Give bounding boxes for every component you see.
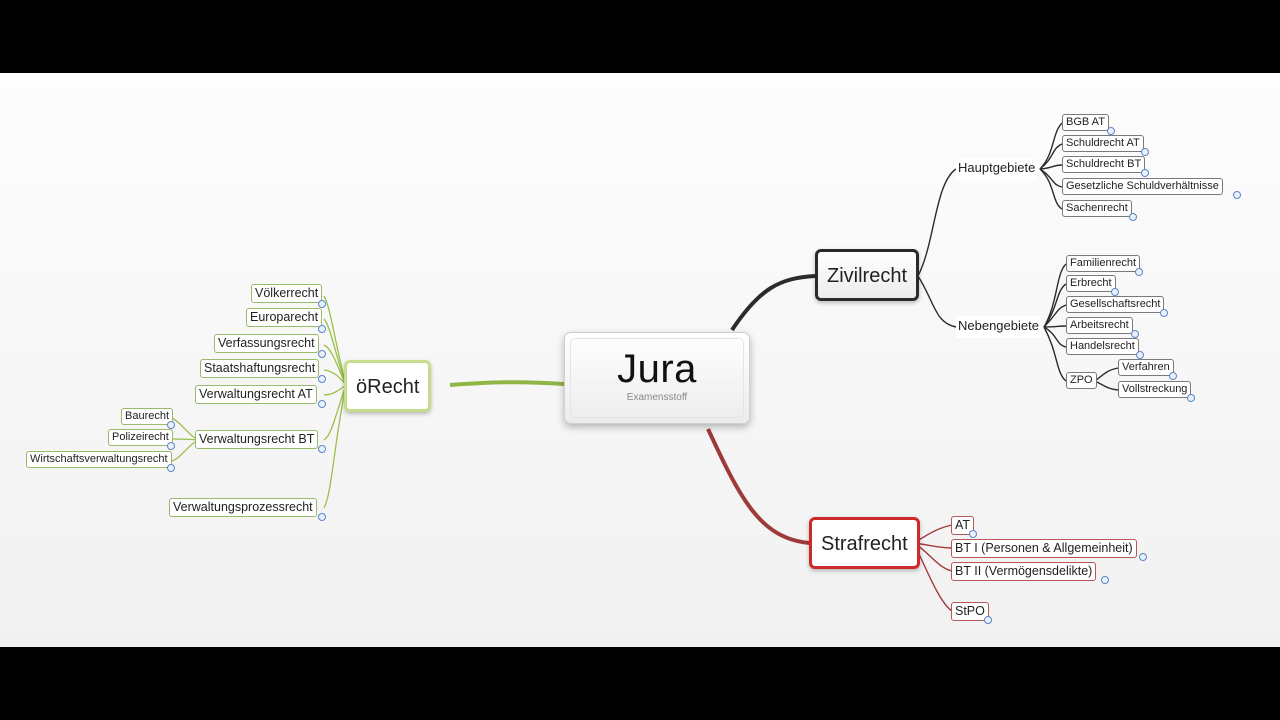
topic-wirtschaftsverwaltungsrecht[interactable]: Wirtschaftsverwaltungsrecht <box>26 451 172 468</box>
topic-gesetzliche-schuldverhaeltnisse[interactable]: Gesetzliche Schuldverhältnisse <box>1062 178 1223 195</box>
expand-icon[interactable] <box>984 616 992 624</box>
expand-icon[interactable] <box>969 530 977 538</box>
central-topic-subtitle: Examensstoff <box>626 392 688 403</box>
expand-icon[interactable] <box>1107 127 1115 135</box>
topic-bt-i[interactable]: BT I (Personen & Allgemeinheit) <box>951 539 1137 558</box>
topic-bgb-at[interactable]: BGB AT <box>1062 114 1109 131</box>
topic-verfahren[interactable]: Verfahren <box>1118 359 1174 376</box>
expand-icon[interactable] <box>167 464 175 472</box>
expand-icon[interactable] <box>318 400 326 408</box>
topic-verwaltungsprozessrecht[interactable]: Verwaltungsprozessrecht <box>169 498 317 517</box>
topic-familienrecht[interactable]: Familienrecht <box>1066 255 1141 272</box>
expand-icon[interactable] <box>1187 394 1195 402</box>
topic-erbrecht[interactable]: Erbrecht <box>1066 275 1116 292</box>
expand-icon[interactable] <box>1111 288 1119 296</box>
expand-icon[interactable] <box>1136 351 1144 359</box>
expand-icon[interactable] <box>1135 268 1143 276</box>
expand-icon[interactable] <box>318 325 326 333</box>
topic-polizeirecht[interactable]: Polizeirecht <box>108 429 173 446</box>
topic-baurecht[interactable]: Baurecht <box>121 408 174 425</box>
topic-zpo[interactable]: ZPO <box>1066 372 1097 389</box>
topic-schuldrecht-at[interactable]: Schuldrecht AT <box>1062 135 1144 152</box>
topic-verwaltungsrecht-at[interactable]: Verwaltungsrecht AT <box>195 385 317 404</box>
expand-icon[interactable] <box>167 442 175 450</box>
mindmap-canvas: Jura Examensstoff öRecht Völkerrecht Eur… <box>0 73 1280 647</box>
expand-icon[interactable] <box>1169 372 1177 380</box>
connector-root-oerecht <box>449 380 565 387</box>
topic-stpo[interactable]: StPO <box>951 602 989 621</box>
topic-oerecht[interactable]: öRecht <box>344 360 432 412</box>
expand-icon[interactable] <box>1101 576 1109 584</box>
topic-arbeitsrecht[interactable]: Arbeitsrecht <box>1066 317 1133 334</box>
expand-icon[interactable] <box>1131 330 1139 338</box>
topic-staatshaftungsrecht[interactable]: Staatshaftungsrecht <box>200 359 320 378</box>
expand-icon[interactable] <box>318 445 326 453</box>
topic-hauptgebiete[interactable]: Hauptgebiete <box>956 158 1038 180</box>
topic-verfassungsrecht[interactable]: Verfassungsrecht <box>214 334 319 353</box>
central-topic-frame <box>570 338 744 418</box>
connector-root-zivilrecht <box>730 274 816 332</box>
expand-icon[interactable] <box>167 421 175 429</box>
topic-voelkerrecht[interactable]: Völkerrecht <box>251 284 323 303</box>
expand-icon[interactable] <box>318 350 326 358</box>
topic-strafrecht-at[interactable]: AT <box>951 516 975 535</box>
expand-icon[interactable] <box>1160 309 1168 317</box>
expand-icon[interactable] <box>1141 148 1149 156</box>
expand-icon[interactable] <box>318 375 326 383</box>
topic-vollstreckung[interactable]: Vollstreckung <box>1118 381 1192 398</box>
expand-icon[interactable] <box>1141 169 1149 177</box>
central-topic-title: Jura <box>617 347 697 391</box>
central-topic-jura[interactable]: Jura Examensstoff <box>564 332 750 424</box>
topic-strafrecht[interactable]: Strafrecht <box>809 517 920 569</box>
topic-nebengebiete[interactable]: Nebengebiete <box>956 316 1041 338</box>
connector-root-strafrecht <box>706 428 811 545</box>
topic-verwaltungsrecht-bt[interactable]: Verwaltungsrecht BT <box>195 430 319 449</box>
topic-handelsrecht[interactable]: Handelsrecht <box>1066 338 1139 355</box>
expand-icon[interactable] <box>1139 553 1147 561</box>
topic-europarecht[interactable]: Europarecht <box>246 308 323 327</box>
expand-icon[interactable] <box>1233 191 1241 199</box>
topic-zivilrecht[interactable]: Zivilrecht <box>815 249 920 301</box>
topic-sachenrecht[interactable]: Sachenrecht <box>1062 200 1132 217</box>
zivilrecht-connectors <box>917 122 1119 391</box>
topic-schuldrecht-bt[interactable]: Schuldrecht BT <box>1062 156 1146 173</box>
expand-icon[interactable] <box>318 300 326 308</box>
topic-gesellschaftsrecht[interactable]: Gesellschaftsrecht <box>1066 296 1165 313</box>
expand-icon[interactable] <box>1129 213 1137 221</box>
topic-bt-ii[interactable]: BT II (Vermögensdelikte) <box>951 562 1097 581</box>
expand-icon[interactable] <box>318 513 326 521</box>
